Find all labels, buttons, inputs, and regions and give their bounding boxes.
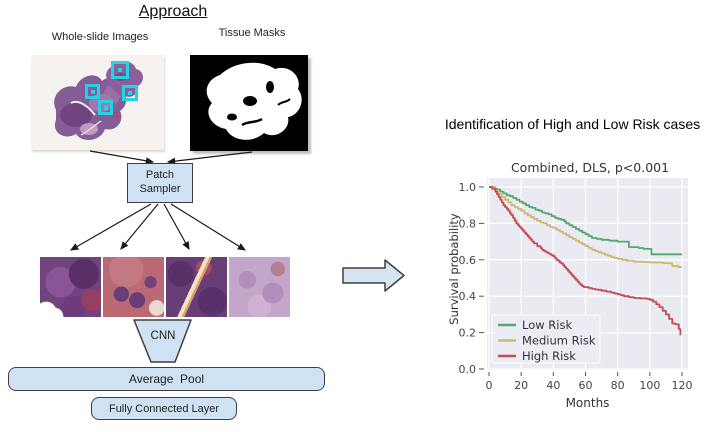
x-tick-label: 40 bbox=[546, 379, 560, 392]
patch-marker-icon bbox=[85, 84, 100, 99]
cnn-trapezoid bbox=[133, 319, 192, 363]
approach-title: Approach bbox=[138, 3, 208, 20]
x-tick-label: 80 bbox=[611, 379, 625, 392]
y-tick-label: 0.8 bbox=[459, 217, 477, 230]
chart-title: Combined, DLS, p<0.001 bbox=[510, 160, 670, 175]
patch-marker-icon bbox=[122, 85, 138, 101]
legend-label: Medium Risk bbox=[522, 334, 596, 348]
flow-arrow-icon bbox=[342, 259, 405, 292]
x-tick-label: 20 bbox=[514, 379, 528, 392]
y-tick-label: 0.2 bbox=[459, 327, 477, 340]
y-tick-label: 0.4 bbox=[459, 290, 477, 303]
patch-image bbox=[40, 257, 101, 317]
x-tick-label: 60 bbox=[579, 379, 593, 392]
survival-chart: Combined, DLS, p<0.001 Survival probabil… bbox=[440, 158, 720, 422]
patch-marker-icon bbox=[111, 61, 129, 79]
patch-image bbox=[166, 257, 227, 317]
tissue-mask-label: Tissue Masks bbox=[218, 27, 286, 39]
tissue-mask-illustration bbox=[206, 62, 302, 140]
cnn-label: CNN bbox=[150, 330, 176, 342]
fully-connected-box: Fully Connected Layer bbox=[91, 397, 237, 420]
y-tick-label: 0.0 bbox=[459, 363, 477, 376]
x-tick-label: 0 bbox=[486, 379, 493, 392]
fully-connected-label: Fully Connected Layer bbox=[108, 402, 220, 415]
patch-image bbox=[103, 257, 164, 317]
average-pool-box: Average Pool bbox=[8, 367, 325, 391]
x-tick-label: 100 bbox=[639, 379, 660, 392]
chart-heading: Identification of High and Low Risk case… bbox=[444, 116, 701, 132]
whole-slide-image bbox=[31, 55, 164, 150]
patch-sampler-label-line2: Sampler bbox=[139, 183, 181, 195]
patch-marker-icon bbox=[98, 100, 113, 115]
patch-sampler-label-line1: Patch bbox=[145, 169, 175, 182]
legend-label: High Risk bbox=[522, 349, 576, 363]
survival-curve-medium-risk bbox=[489, 186, 682, 268]
y-tick-label: 0.6 bbox=[459, 254, 477, 267]
average-pool-label: Average Pool bbox=[128, 372, 205, 386]
y-axis-label: Survival probability bbox=[447, 213, 461, 325]
x-tick-label: 120 bbox=[672, 379, 693, 392]
survival-curve-low-risk bbox=[489, 186, 682, 256]
y-tick-label: 1.0 bbox=[459, 181, 477, 194]
legend-label: Low Risk bbox=[522, 318, 572, 332]
patch-sampler-box: Patch Sampler bbox=[127, 163, 193, 203]
legend-box bbox=[491, 314, 601, 364]
wsi-label: Whole-slide Images bbox=[51, 31, 149, 43]
x-axis-label: Months bbox=[565, 396, 610, 410]
tissue-mask-image bbox=[190, 55, 308, 151]
survival-curve-high-risk bbox=[489, 186, 682, 336]
patch-image bbox=[229, 257, 290, 317]
